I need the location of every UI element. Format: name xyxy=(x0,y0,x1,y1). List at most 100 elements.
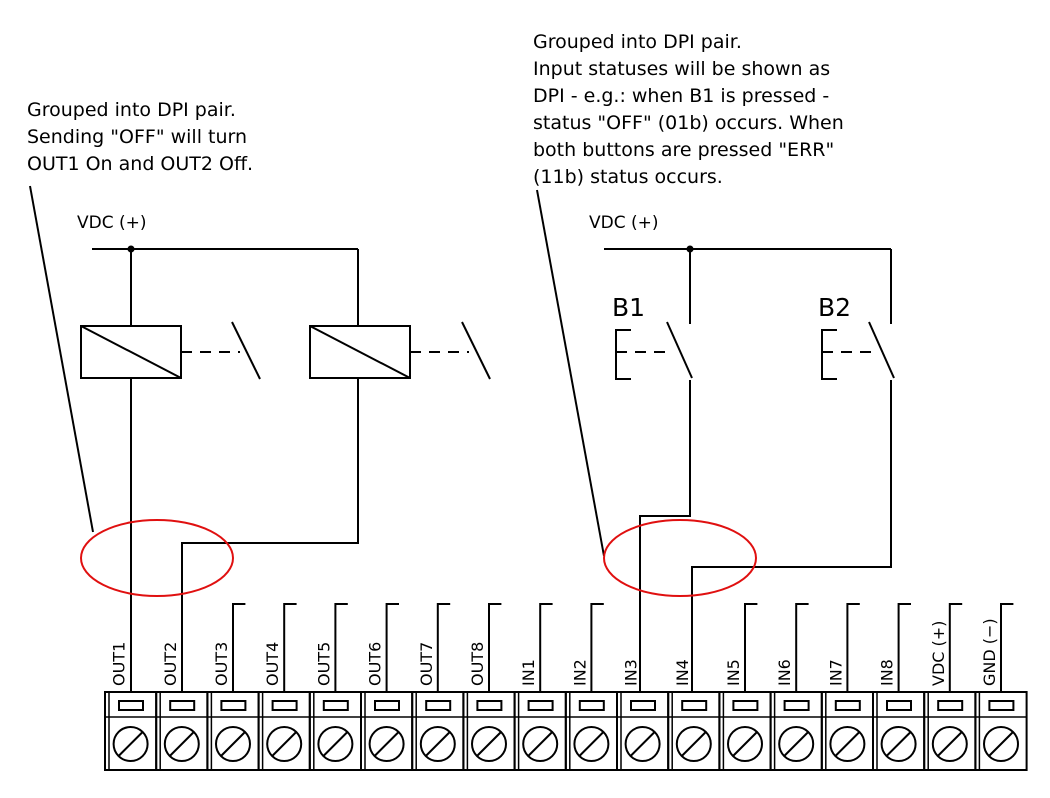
terminal-11: IN3 xyxy=(616,659,670,771)
right-vdc-label: VDC (+) xyxy=(589,213,659,233)
terminal-label: OUT1 xyxy=(110,642,129,686)
terminal-pin-leg xyxy=(488,603,502,692)
left-leader-line xyxy=(29,185,94,533)
terminal-cell xyxy=(718,691,772,771)
terminal-screw-icon xyxy=(931,726,968,762)
terminal-cell xyxy=(206,691,260,771)
terminal-wire-slot xyxy=(937,700,964,711)
terminal-label: IN4 xyxy=(673,659,692,686)
terminal-wire-slot xyxy=(834,700,861,711)
terminal-screw-slot xyxy=(220,731,246,757)
terminal-label: IN8 xyxy=(878,659,897,686)
terminal-label: OUT4 xyxy=(263,642,282,686)
terminal-pin-leg xyxy=(948,603,963,692)
right-note-line-5: both buttons are pressed "ERR" xyxy=(533,139,834,161)
terminal-screw-icon xyxy=(112,726,149,762)
terminal-cell xyxy=(667,691,721,771)
terminal-pin-leg xyxy=(539,603,553,692)
terminal-cell xyxy=(974,691,1028,771)
terminal-screw-icon xyxy=(880,726,917,762)
terminal-wire-slot xyxy=(988,700,1015,711)
button-b1-symbol xyxy=(615,321,693,380)
relay2-coil xyxy=(309,325,411,379)
terminal-pin-leg xyxy=(795,603,809,692)
terminal-cell xyxy=(104,691,158,771)
left-vdc-label: VDC (+) xyxy=(77,213,147,233)
terminal-screw-icon xyxy=(983,726,1019,762)
button-b2-label: B2 xyxy=(818,293,851,322)
terminal-screw-slot xyxy=(322,731,349,757)
terminal-screw-icon xyxy=(522,726,559,762)
terminal-pin-leg xyxy=(334,603,348,692)
terminal-1: OUT1 xyxy=(104,642,158,771)
terminal-screw-slot xyxy=(527,731,553,757)
b2-contact xyxy=(868,321,895,379)
terminal-label: OUT3 xyxy=(212,642,231,686)
terminal-label: IN3 xyxy=(622,659,641,686)
terminal-wire-slot xyxy=(783,700,810,711)
terminal-pin-leg xyxy=(846,603,860,692)
terminal-5: OUT5 xyxy=(308,603,362,771)
right-note-line-1: Grouped into DPI pair. xyxy=(533,31,742,53)
terminal-10: IN2 xyxy=(564,603,618,771)
terminal-wire-slot xyxy=(169,700,196,711)
b2-actuator xyxy=(821,329,837,380)
left-note-line-1: Grouped into DPI pair. xyxy=(27,99,236,121)
terminal-screw-icon xyxy=(215,726,251,762)
b1-actuator xyxy=(615,329,631,380)
terminal-wire-slot xyxy=(271,700,298,711)
terminal-screw-slot xyxy=(578,731,605,757)
terminal-cell xyxy=(513,691,567,771)
right-circuit: B1 B2 xyxy=(604,245,895,692)
terminal-screw-icon xyxy=(317,726,354,762)
terminal-screw-slot xyxy=(937,731,963,757)
terminal-wire-slot xyxy=(220,700,247,711)
left-note-line-2: Sending "OFF" will turn xyxy=(27,126,247,148)
right-dpi-pair-highlight xyxy=(603,519,757,597)
terminal-cell xyxy=(564,691,618,771)
terminal-screw-slot xyxy=(373,731,400,757)
terminal-wire-slot xyxy=(374,700,400,711)
terminal-3: OUT3 xyxy=(206,603,260,771)
terminal-label: OUT2 xyxy=(161,642,180,686)
right-note-line-3: DPI - e.g.: when B1 is pressed - xyxy=(533,85,829,107)
terminal-screw-icon xyxy=(573,726,610,762)
terminal-label: VDC (+) xyxy=(929,621,948,686)
terminal-cell xyxy=(872,691,926,771)
terminal-screw-slot xyxy=(117,731,144,757)
left-note-line-3: OUT1 On and OUT2 Off. xyxy=(27,153,253,175)
terminal-17: VDC (+) xyxy=(923,603,977,771)
terminal-18: GND (−) xyxy=(974,603,1028,771)
right-note-line-2: Input statuses will be shown as xyxy=(533,58,830,80)
terminal-wire-slot xyxy=(118,700,144,711)
terminal-screw-slot xyxy=(169,731,195,757)
relay2-wire-to-out2 xyxy=(181,378,359,692)
terminal-pin-leg xyxy=(590,603,604,692)
terminal-label: IN7 xyxy=(826,659,845,686)
terminal-label: OUT7 xyxy=(417,642,436,686)
terminal-label: OUT5 xyxy=(314,642,333,686)
terminal-6: OUT6 xyxy=(360,603,414,771)
terminal-cell xyxy=(923,691,977,771)
terminal-screw-slot xyxy=(629,731,656,757)
terminal-wire-slot xyxy=(476,700,503,711)
terminal-screw-slot xyxy=(681,731,707,757)
terminal-4: OUT4 xyxy=(257,603,311,771)
relay2-coil-diagonal xyxy=(309,325,411,379)
terminal-wire-slot xyxy=(886,700,912,711)
terminal-screw-slot xyxy=(834,731,861,757)
terminal-cell xyxy=(820,691,874,771)
terminal-label: OUT6 xyxy=(366,642,385,686)
terminal-15: IN7 xyxy=(820,603,874,771)
terminal-pin-leg xyxy=(232,603,246,692)
terminal-screw-slot xyxy=(732,731,758,757)
terminal-14: IN6 xyxy=(769,603,823,771)
left-dpi-pair-highlight xyxy=(80,519,234,597)
terminal-cell xyxy=(257,691,311,771)
terminal-label: OUT8 xyxy=(468,642,487,686)
left-circuit xyxy=(80,245,491,692)
terminal-cell xyxy=(155,691,209,771)
terminal-screw-icon xyxy=(368,726,405,762)
